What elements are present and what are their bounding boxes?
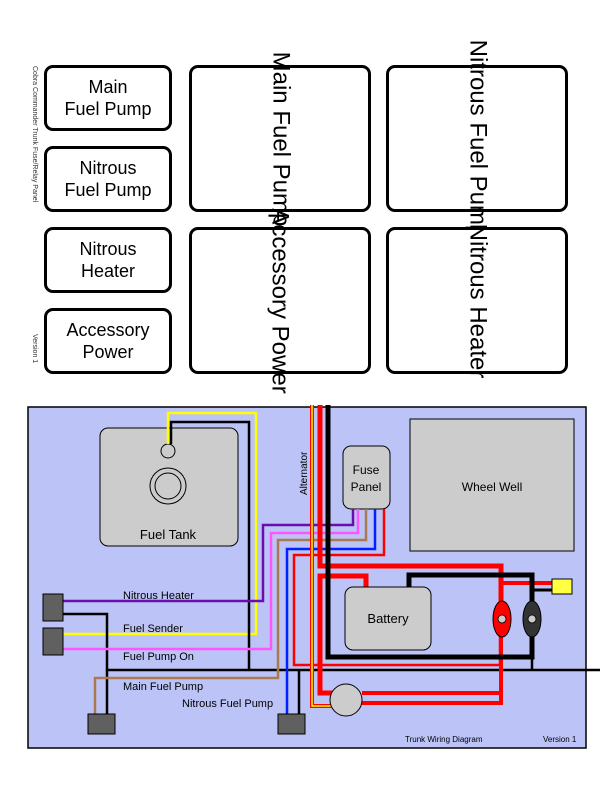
alternator-label: Alternator xyxy=(299,451,310,495)
fuel-pump-outer-ring-icon xyxy=(149,467,187,505)
main-fuel-pump-connector xyxy=(87,713,116,735)
fuel-tank-label: Fuel Tank xyxy=(140,527,197,542)
battery-positive-wire xyxy=(317,573,369,696)
fuse-slot-label: Nitrous Fuel Pump xyxy=(64,158,152,200)
fuse-slot-nitrous-fuel-pump: Nitrous Fuel Pump xyxy=(44,146,172,212)
fuse-slot-label: Accessory Power xyxy=(66,320,150,362)
fuse-panel xyxy=(342,445,391,510)
main-fuel-pump-wire xyxy=(93,509,368,715)
relay-slot-main-fuel-pump: Main Fuel Pump xyxy=(189,51,371,226)
relay-slot-nitrous-fuel-pump: Nitrous Fuel Pump xyxy=(386,39,568,238)
alternator-wire xyxy=(311,405,331,707)
fuse-panel-label-line1: Fuse xyxy=(353,463,380,477)
ground-bus-wire xyxy=(62,612,600,672)
fuse-slot-nitrous-heater: Nitrous Heater xyxy=(44,227,172,293)
charger-plug xyxy=(551,578,573,595)
diagram-version: Version 1 xyxy=(543,735,577,744)
nitrous-fuel-pump-wire xyxy=(285,509,377,715)
fuse-slot-main-fuel-pump: Main Fuel Pump xyxy=(44,65,172,131)
nitrous-heater-connector xyxy=(42,593,64,622)
fuse-slot-accessory-power: Accessory Power xyxy=(44,308,172,374)
relay-slot-accessory-power: Accessory Power xyxy=(189,208,371,393)
tank-ground-wire xyxy=(169,420,251,670)
fuel-sender-connector xyxy=(42,627,64,656)
fuse-slot-label: Nitrous Heater xyxy=(79,239,137,281)
starter-solenoid xyxy=(329,683,363,717)
nitrous-heater-wire-label: Nitrous Heater xyxy=(123,590,194,602)
fuel-pump-on-wire-label: Fuel Pump On xyxy=(123,651,194,663)
wheel-well xyxy=(409,418,575,552)
nitrous-fuel-pump-connector xyxy=(277,713,306,735)
main-power-wire xyxy=(317,405,504,610)
negative-stud-bolt-icon xyxy=(527,614,537,624)
battery-label: Battery xyxy=(367,611,409,626)
relay-slot-nitrous-heater: Nitrous Heater xyxy=(386,223,568,378)
diagram-title: Trunk Wiring Diagram xyxy=(405,735,483,744)
fuel-pump-inner-ring-icon xyxy=(154,472,182,500)
fuel-sender-wire xyxy=(62,411,258,636)
fuel-pump-on-wire xyxy=(62,509,360,651)
positive-stud-bolt-icon xyxy=(497,614,507,624)
main-fuel-pump-wire-label: Main Fuel Pump xyxy=(123,681,203,693)
wheel-well-label: Wheel Well xyxy=(462,480,522,494)
nitrous-fuel-pump-wire-label: Nitrous Fuel Pump xyxy=(182,698,273,710)
battery xyxy=(344,586,432,651)
fuse-panel-label-line2: Panel xyxy=(351,480,382,494)
nitrous-heater-wire xyxy=(62,509,355,603)
fuse-slot-label: Main Fuel Pump xyxy=(64,77,152,119)
fuel-sender-wire-label: Fuel Sender xyxy=(123,623,183,635)
fuel-sender-port-icon xyxy=(160,443,176,459)
solenoid-to-stud-wire-2 xyxy=(362,630,503,705)
